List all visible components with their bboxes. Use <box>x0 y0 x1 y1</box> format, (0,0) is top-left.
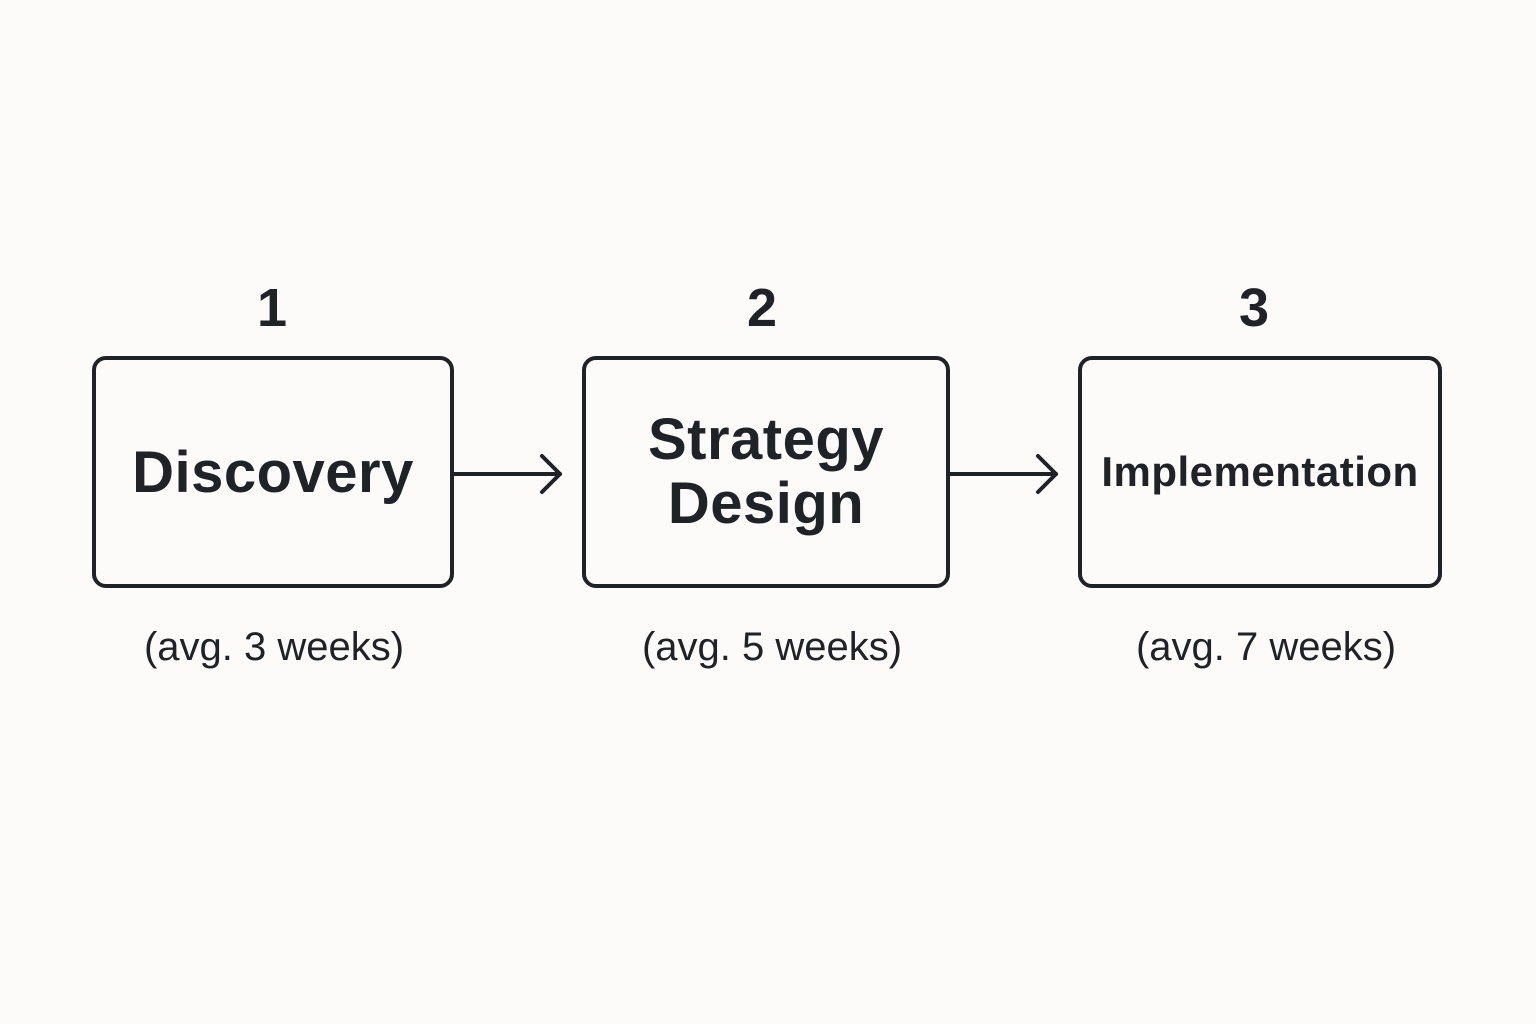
step-3-label: Implementation <box>1101 448 1419 495</box>
arrow-right-icon <box>452 454 562 494</box>
step-1-box: Discovery <box>92 356 454 588</box>
step-1-number: 1 <box>256 278 288 338</box>
step-2-number: 2 <box>746 278 778 338</box>
step-3-duration: (avg. 7 weeks) <box>1135 625 1397 669</box>
arrow-right-icon <box>948 454 1058 494</box>
step-3-box: Implementation <box>1078 356 1442 588</box>
step-2-duration: (avg. 5 weeks) <box>641 625 903 669</box>
step-2-label: Strategy Design <box>647 407 885 536</box>
step-2-box: Strategy Design <box>582 356 950 588</box>
step-1-duration: (avg. 3 weeks) <box>143 625 405 669</box>
step-3-number: 3 <box>1238 278 1270 338</box>
step-1-label: Discovery <box>132 439 414 505</box>
